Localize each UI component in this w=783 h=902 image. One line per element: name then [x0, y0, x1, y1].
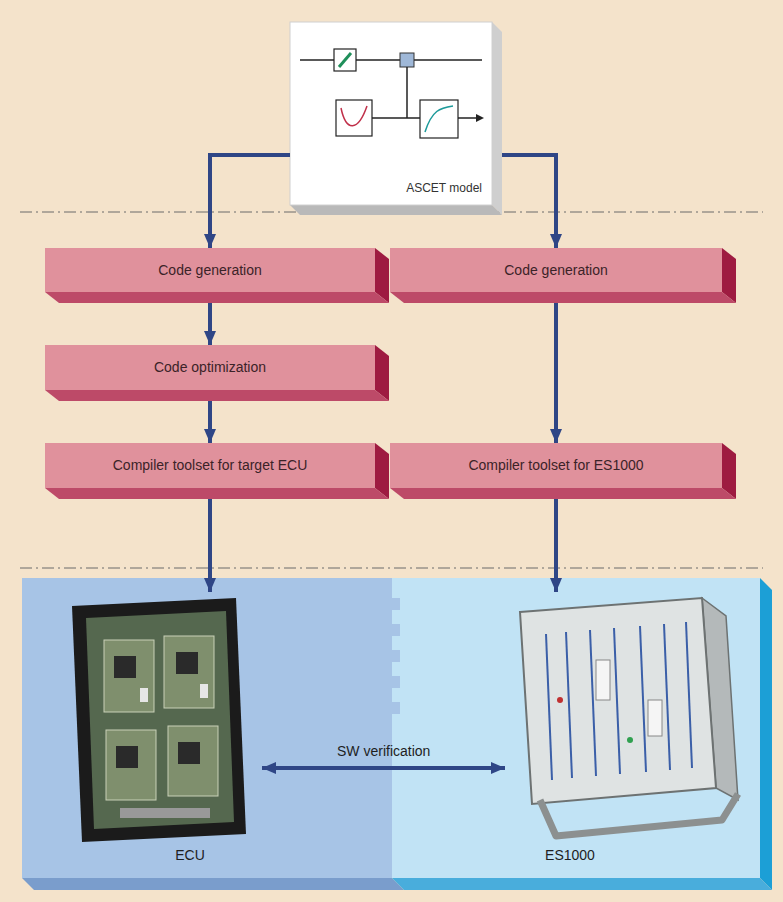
- model-box: ASCET model: [290, 22, 492, 205]
- flow-arrow: [262, 766, 505, 770]
- panel-depth: [22, 878, 404, 890]
- flow-arrow: [210, 155, 290, 248]
- panel-depth: [760, 578, 772, 890]
- box-depth: [290, 205, 502, 215]
- box-face: [390, 443, 722, 488]
- process-box: Compiler toolset for target ECU: [45, 443, 375, 488]
- box-depth: [45, 390, 389, 401]
- process-box: Code generation: [45, 248, 375, 292]
- process-box: Code optimization: [45, 345, 375, 390]
- box-face: [45, 443, 375, 488]
- ecu-picture: [72, 598, 246, 842]
- ecu-panel: [22, 578, 392, 878]
- device-label: ECU: [140, 847, 240, 864]
- flow-arrow: [554, 303, 558, 443]
- box-face: [45, 345, 375, 390]
- box-depth: [45, 292, 389, 303]
- panel-depth: [392, 878, 772, 890]
- flow-arrow: [208, 401, 212, 443]
- process-box: Compiler toolset for ES1000: [390, 443, 722, 488]
- flow-arrow: [554, 499, 558, 592]
- box-label: Code generation: [158, 262, 262, 279]
- box-label: Compiler toolset for ES1000: [468, 457, 643, 474]
- flow-arrow: [208, 303, 212, 345]
- box-depth: [492, 22, 502, 215]
- box-face: [45, 248, 375, 292]
- panel-notches: [392, 598, 400, 714]
- model-illustration: [300, 49, 484, 138]
- edge-label: SW verification: [337, 743, 430, 760]
- box-depth: [390, 488, 736, 499]
- box-face: [390, 248, 722, 292]
- model-label: ASCET model: [406, 180, 482, 197]
- separator-line: [20, 568, 763, 569]
- flow-arrow: [208, 499, 212, 592]
- device-node: ES1000: [505, 592, 735, 870]
- device-label: ES1000: [520, 847, 620, 864]
- box-label: Code generation: [504, 262, 608, 279]
- es1000-panel: [392, 578, 760, 878]
- box-face: [290, 22, 492, 205]
- device-node: ECU: [40, 592, 262, 870]
- box-depth: [390, 292, 736, 303]
- box-label: Compiler toolset for target ECU: [113, 457, 308, 474]
- box-depth: [45, 488, 389, 499]
- es1000-picture: [520, 598, 738, 836]
- box-label: Code optimization: [154, 359, 266, 376]
- flow-arrow: [502, 155, 556, 248]
- process-box: Code generation: [390, 248, 722, 292]
